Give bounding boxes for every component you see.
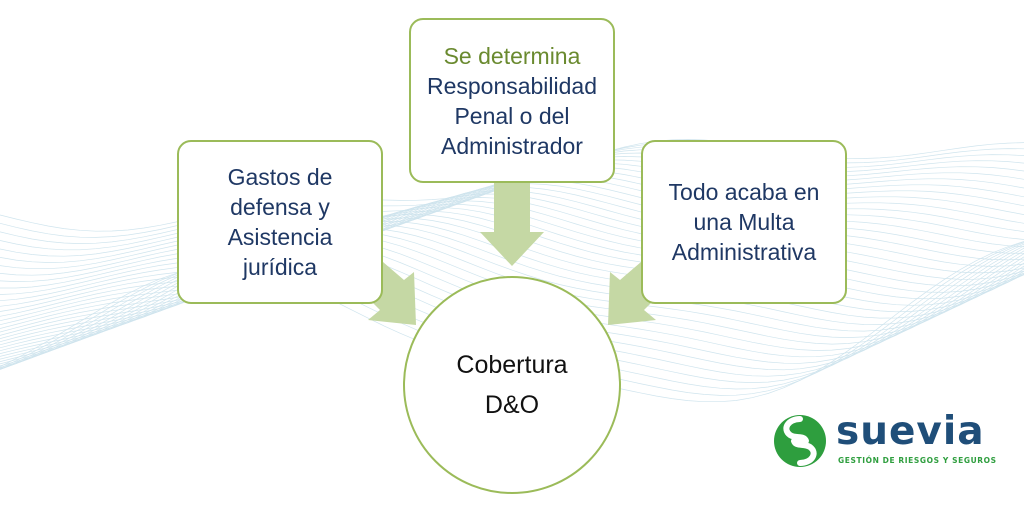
suevia-logo: suevia GESTIÓN DE RIESGOS Y SEGUROS (772, 409, 996, 469)
coverage-line-1: Cobertura (456, 351, 568, 379)
logo-tagline: GESTIÓN DE RIESGOS Y SEGUROS (838, 456, 997, 465)
defense-costs-box: Gastos de defensa y Asistencia jurídica (177, 140, 383, 304)
liability-line-4: Administrador (441, 132, 583, 159)
coverage-circle: Cobertura D&O (403, 276, 621, 494)
defense-costs-line-4: jurídica (242, 254, 318, 280)
defense-costs-line-3: Asistencia (227, 224, 333, 250)
liability-box: Se determina Responsabilidad Penal o del… (409, 18, 615, 183)
defense-costs-line-2: defensa y (230, 194, 330, 220)
administrative-fine-line-1: Todo acaba en (668, 179, 820, 205)
suevia-logo-icon (774, 415, 826, 467)
liability-line-1: Se determina (443, 42, 581, 69)
logo-name: suevia (836, 409, 985, 454)
administrative-fine-box: Todo acaba en una Multa Administrativa (641, 140, 847, 304)
liability-line-3: Penal o del (454, 102, 570, 129)
liability-line-2: Responsabilidad (426, 72, 598, 99)
coverage-line-2: D&O (484, 391, 540, 419)
background-wave-line (0, 227, 1024, 357)
arrow-down (480, 183, 544, 266)
administrative-fine-line-2: una Multa (693, 209, 795, 235)
defense-costs-line-1: Gastos de (227, 164, 333, 190)
administrative-fine-line-3: Administrativa (671, 239, 817, 265)
